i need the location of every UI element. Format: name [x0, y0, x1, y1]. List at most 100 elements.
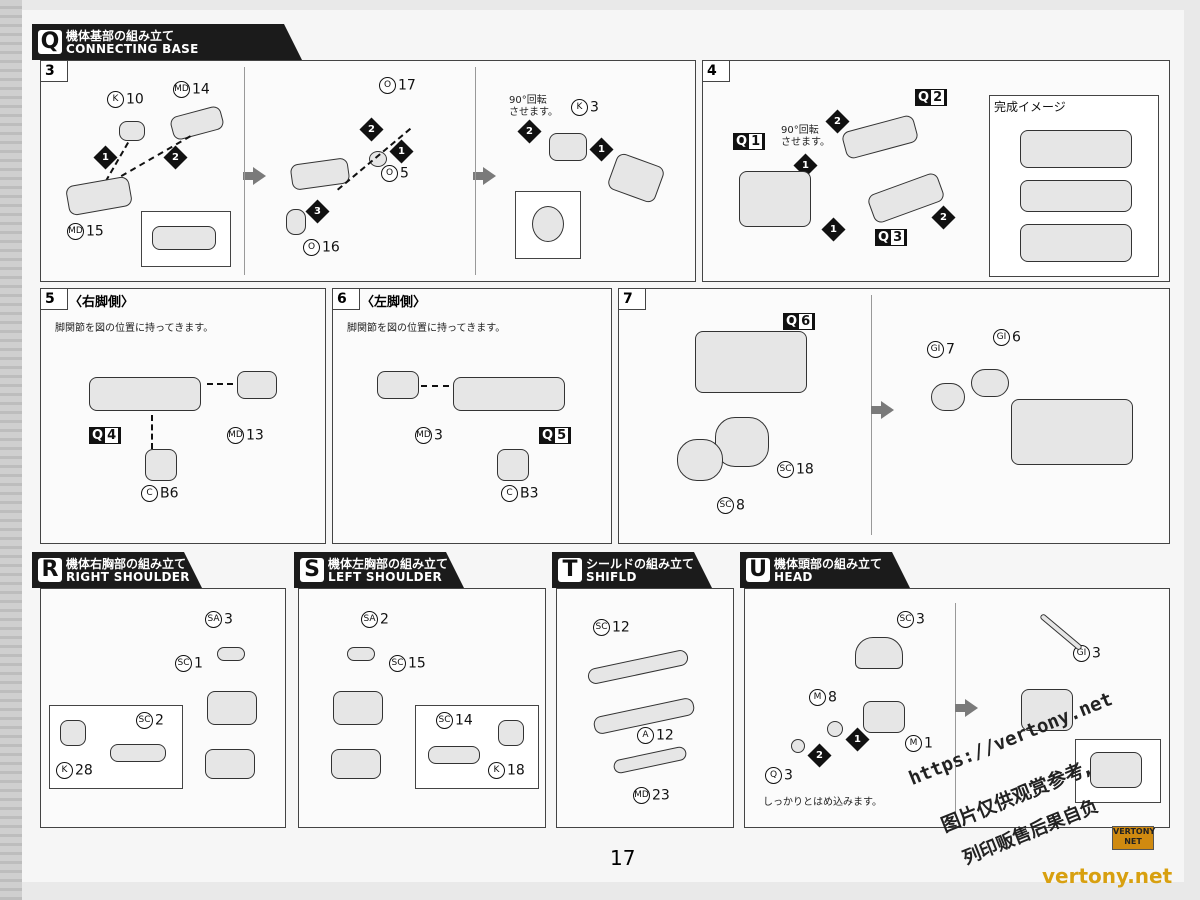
vertony-site: vertony.net	[1042, 864, 1173, 888]
order-badge-2: 2	[517, 119, 542, 144]
part-q1	[739, 171, 811, 227]
binding-edge	[0, 0, 22, 900]
flow-arrow	[243, 167, 266, 185]
part-md3	[377, 371, 419, 399]
part-joint	[89, 377, 201, 411]
part-sc3	[855, 637, 903, 669]
part-sc18	[715, 417, 769, 467]
rotate-note: 90°回転	[509, 95, 547, 106]
section-letter: U	[746, 558, 770, 582]
part-sc1	[207, 691, 257, 725]
part-q2	[840, 113, 920, 161]
section-letter: Q	[38, 30, 62, 54]
part-g3-antenna	[1039, 612, 1083, 652]
assembled-body	[1011, 399, 1133, 465]
guide-arrow	[207, 383, 233, 385]
detail-inset	[515, 191, 581, 259]
part-sc2	[110, 744, 166, 762]
order-badge-2: 2	[825, 109, 850, 134]
part-sc1-assembled	[205, 749, 255, 779]
order-badge-2: 2	[359, 117, 384, 142]
section-q-header: Q 機体基部の組み立て CONNECTING BASE	[32, 24, 302, 60]
part-o16	[286, 209, 306, 235]
step-number: 5	[41, 289, 68, 310]
complete-image-box: 完成イメージ	[989, 95, 1159, 277]
part-cb6	[145, 449, 177, 481]
part-sc15-assembled	[331, 749, 381, 779]
order-badge-1: 1	[589, 137, 614, 162]
step-number: 4	[703, 61, 730, 82]
part-o5	[369, 151, 387, 167]
part-md23	[612, 745, 688, 775]
inset-part	[1090, 752, 1142, 788]
section-title-jp: 機体頭部の組み立て	[774, 557, 883, 571]
page-number: 17	[610, 846, 636, 870]
step-note: 脚関節を図の位置に持ってきます。	[55, 323, 214, 334]
section-title-jp: 機体右胸部の組み立て	[66, 557, 187, 571]
preview-part	[1020, 224, 1132, 262]
section-title-en: SHIFLD	[586, 570, 637, 584]
part-sa2	[347, 647, 375, 661]
part-sa3	[217, 647, 245, 661]
section-s-header: S 機体左胸部の組み立て LEFT SHOULDER	[294, 552, 464, 588]
step-subtitle: 〈左脚側〉	[361, 295, 427, 310]
part-k3	[549, 133, 587, 161]
detail-inset	[1075, 739, 1161, 803]
section-letter: S	[300, 558, 324, 582]
flow-arrow	[955, 699, 978, 717]
part-q3	[791, 739, 805, 753]
section-letter: R	[38, 558, 62, 582]
rotate-note: 90°回転	[781, 125, 819, 136]
order-badge-2: 2	[931, 205, 956, 230]
section-title-en: HEAD	[774, 570, 813, 584]
step-number: 3	[41, 61, 68, 82]
part-k18	[498, 720, 524, 746]
part-g7	[931, 383, 965, 411]
part-m8	[827, 721, 843, 737]
section-letter: T	[558, 558, 582, 582]
part-k10	[119, 121, 145, 141]
section-title-jp: シールドの組み立て	[586, 557, 695, 571]
part-sc15	[333, 691, 383, 725]
complete-image-label: 完成イメージ	[994, 100, 1066, 114]
part-head-assembled	[1021, 689, 1073, 731]
part-q6-body	[695, 331, 807, 393]
divider	[871, 295, 872, 535]
part-sc8	[677, 439, 723, 481]
step-number: 7	[619, 289, 646, 310]
section-t-header: T シールドの組み立て SHIFLD	[552, 552, 712, 588]
part-sc14	[428, 746, 480, 764]
part-md15	[64, 175, 134, 217]
order-badge-2: 2	[807, 743, 832, 768]
preview-part	[1020, 130, 1132, 168]
part-head-core	[863, 701, 905, 733]
section-title-jp: 機体基部の組み立て	[66, 29, 175, 43]
